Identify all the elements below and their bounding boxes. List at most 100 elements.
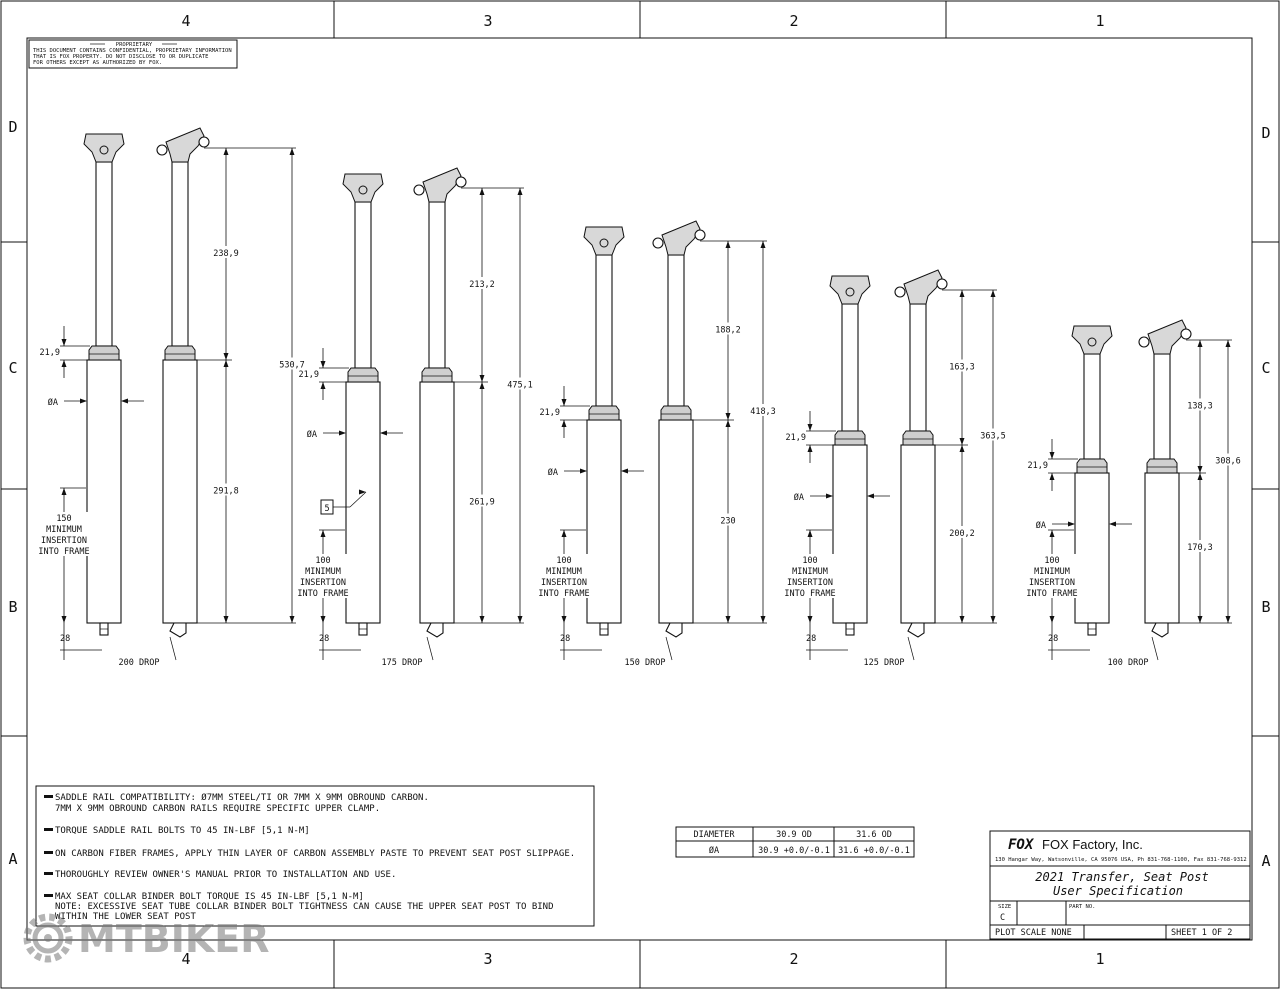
insertion-label-mask [1022, 554, 1082, 565]
dimension-arrow [807, 530, 813, 537]
zone-col-top-3: 2 [789, 12, 798, 30]
seal-collar [421, 367, 453, 383]
upper-label-mask [946, 359, 978, 372]
dimension-arrow [121, 398, 128, 404]
zone-row-left-2: C [8, 359, 17, 377]
lower-tube [86, 359, 122, 624]
total-label-mask [977, 428, 1009, 441]
total-label-mask [747, 404, 779, 416]
note-5-line-1: MAX SEAT COLLAR BINDER BOLT TORQUE IS 45… [55, 892, 364, 902]
proprietary-line-3: FOR OTHERS EXCEPT AS AUTHORIZED BY FOX. [33, 60, 162, 66]
bottom-length-label: 28 [60, 634, 70, 644]
size-value: C [1000, 913, 1005, 923]
min-insertion-label-1: 100 [1044, 556, 1059, 566]
insertion-label-mask [534, 554, 594, 565]
rail-clamp-left [894, 286, 906, 298]
drop-label: 200 DROP [119, 658, 160, 668]
dimension-arrow [990, 290, 996, 297]
saddle-clamp-head [422, 167, 462, 203]
note-1-line-1: SADDLE RAIL COMPATIBILITY: Ø7MM STEEL/TI… [55, 792, 429, 803]
dimension-arrow [867, 493, 874, 499]
insertion-label-mask [293, 565, 353, 576]
lower-tube [900, 444, 936, 624]
lower-tube [1074, 472, 1110, 624]
seal-collar [588, 405, 620, 421]
dimension-arrow [580, 468, 587, 474]
note-2: TORQUE SADDLE RAIL BOLTS TO 45 IN-LBF [5… [55, 826, 310, 836]
dimension-arrow [223, 616, 229, 623]
zone-col-top-1: 4 [181, 12, 190, 30]
upper-label-mask [466, 277, 498, 289]
zone-row-left-4: A [8, 850, 17, 868]
upper-label-mask [210, 246, 242, 258]
drawing-title-line-2: User Specification [1053, 884, 1183, 898]
cable-actuator [665, 622, 683, 638]
collar-height-label: 21,9 [1028, 461, 1048, 471]
collar-height-label: 21,9 [299, 370, 319, 380]
total-label-mask [1212, 453, 1244, 466]
dimension-arrow [807, 445, 813, 452]
plot-scale: PLOT SCALE NONE [995, 928, 1072, 938]
rail-clamp-left [413, 184, 425, 196]
upper-stanchion [1153, 353, 1171, 460]
seal-collar [902, 430, 934, 446]
min-insertion-label-1: 150 [56, 514, 71, 524]
company-address: 130 Hangar Way, Watsonville, CA 95076 US… [995, 857, 1247, 863]
dimension-arrow [1197, 466, 1203, 473]
seal-collar [88, 345, 120, 361]
rail-clamp-left [156, 144, 168, 156]
lower-length-label: 230 [720, 517, 735, 527]
total-length-label: 418,3 [750, 407, 776, 417]
proprietary-line-1: THIS DOCUMENT CONTAINS CONFIDENTIAL, PRO… [33, 48, 232, 54]
insertion-label-mask [780, 587, 840, 598]
rail-clamp-right [694, 229, 706, 241]
upper-length-label: 138,3 [1187, 402, 1213, 412]
insertion-label-mask [534, 565, 594, 576]
zone-col-bottom-1: 4 [181, 950, 190, 968]
zone-col-bottom-2: 3 [483, 950, 492, 968]
collar-height-label: 21,9 [540, 408, 560, 418]
insertion-label-mask [534, 576, 594, 587]
total-label-mask [276, 357, 308, 370]
dimension-arrow [320, 382, 326, 389]
min-insertion-label-2: MINIMUM [305, 567, 341, 577]
upper-stanchion [95, 161, 113, 347]
fox-logo: FOX [1008, 837, 1035, 853]
lower-label-mask [210, 483, 242, 496]
upper-stanchion [428, 201, 446, 369]
note-4: THOROUGHLY REVIEW OWNER'S MANUAL PRIOR T… [55, 870, 396, 880]
insertion-label-mask [1022, 576, 1082, 587]
company-name: FOX Factory, Inc. [1042, 837, 1143, 852]
dimension-arrow [760, 241, 766, 248]
table-cell-31-6-tolerance: 31.6 +0.0/-0.1 [838, 846, 910, 856]
drop-label: 100 DROP [1108, 658, 1149, 668]
bottom-length-label: 28 [806, 634, 816, 644]
title-block: FOX FOX Factory, Inc. 130 Hangar Way, Wa… [989, 830, 1251, 940]
saddle-clamp-head [903, 269, 943, 305]
callout-number: 5 [324, 504, 329, 514]
zone-row-right-3: B [1261, 598, 1270, 616]
sheet-number: SHEET 1 OF 2 [1171, 928, 1232, 938]
lower-tube [658, 419, 694, 624]
min-insertion-label-3: INSERTION [1029, 578, 1075, 588]
dimension-arrow [479, 188, 485, 195]
dimension-arrow [61, 360, 67, 367]
note-3: ON CARBON FIBER FRAMES, APPLY THIN LAYER… [55, 849, 575, 859]
dimension-arrow [959, 290, 965, 297]
zone-row-right-4: A [1261, 852, 1270, 870]
rail-clamp-right [198, 136, 210, 148]
insertion-label-mask [293, 554, 353, 565]
min-insertion-label-4: INTO FRAME [538, 589, 589, 599]
zone-col-bottom-4: 1 [1095, 950, 1104, 968]
dimension-arrow [561, 616, 567, 623]
dimension-arrow [621, 468, 628, 474]
dimension-arrow [1049, 452, 1055, 459]
clamp-bolt [358, 185, 368, 195]
zone-col-top-4: 1 [1095, 12, 1104, 30]
clamp-bolt [1087, 337, 1097, 347]
